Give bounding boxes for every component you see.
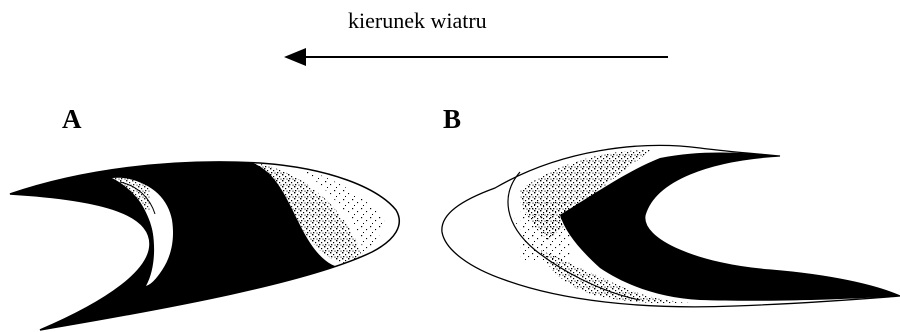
- wind-direction-label: kierunek wiatru: [348, 8, 487, 33]
- arrowhead-icon: [284, 48, 306, 66]
- dune-a: [9, 161, 401, 331]
- wind-arrow: [284, 48, 668, 66]
- dune-b: [441, 144, 900, 308]
- panel-label-b: B: [443, 104, 462, 134]
- panel-label-a: A: [62, 104, 82, 134]
- dune-b-shadow: [560, 152, 900, 301]
